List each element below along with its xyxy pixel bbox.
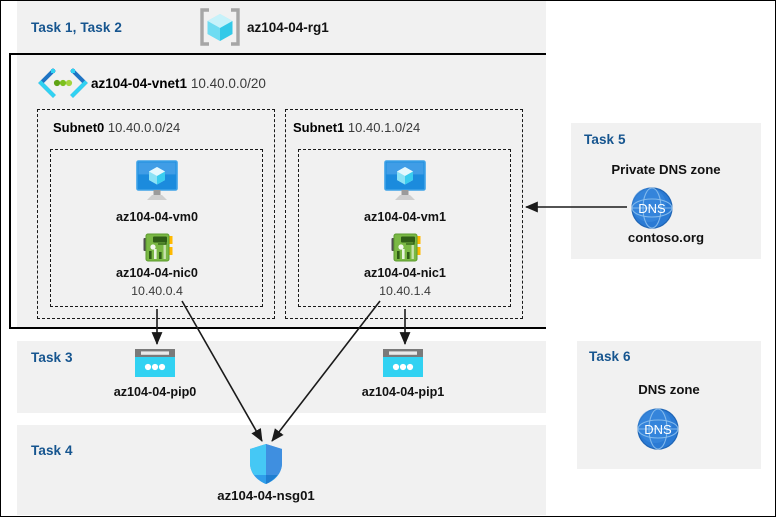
task3-label: Task 3	[31, 350, 73, 365]
task5-label: Task 5	[584, 132, 626, 147]
subnet0-cidr: 10.40.0.0/24	[107, 120, 181, 135]
vnet-title: az104-04-vnet1 10.40.0.0/20	[91, 76, 266, 91]
task6-panel	[577, 341, 761, 469]
resource-group-icon	[197, 8, 243, 46]
vnet-name: az104-04-vnet1	[91, 76, 188, 91]
dns-zone-icon: DNS	[630, 186, 674, 230]
private-dns-zone-heading: Private DNS zone	[611, 162, 721, 177]
subnet1-name: Subnet1	[293, 120, 345, 135]
vm0-label: az104-04-vm0	[116, 210, 198, 224]
pip1-label: az104-04-pip1	[361, 385, 445, 399]
public-ip-address-icon	[382, 348, 424, 380]
vnet-panel-bg	[17, 55, 546, 327]
dns-zone-heading: DNS zone	[638, 382, 700, 397]
subnet1-title: Subnet1 10.40.1.0/24	[293, 120, 420, 135]
svg-text:DNS: DNS	[638, 201, 666, 216]
virtual-machine-icon	[135, 160, 179, 202]
nic0-ip: 10.40.0.4	[131, 284, 183, 298]
contoso-zone-name: contoso.org	[627, 230, 705, 245]
task6-label: Task 6	[589, 349, 631, 364]
nsg-label: az104-04-nsg01	[217, 488, 315, 503]
public-ip-address-icon	[134, 348, 176, 380]
dns-zone-icon: DNS	[636, 407, 680, 451]
vm1-label: az104-04-vm1	[364, 210, 446, 224]
task1-task2-panel	[17, 1, 546, 53]
virtual-machine-icon	[383, 160, 427, 202]
network-interface-icon	[142, 232, 174, 264]
subnet0-title: Subnet0 10.40.0.0/24	[53, 120, 180, 135]
task5-panel	[571, 123, 761, 259]
subnet0-name: Subnet0	[53, 120, 105, 135]
subnet1-boundary	[285, 109, 523, 319]
virtual-network-icon	[37, 68, 89, 98]
subnet1-inner-boundary	[298, 149, 511, 307]
task4-label: Task 4	[31, 443, 73, 458]
vnet-cidr: 10.40.0.0/20	[190, 76, 266, 91]
network-security-group-icon	[247, 442, 285, 486]
network-interface-icon	[390, 232, 422, 264]
nic0-label: az104-04-nic0	[116, 266, 198, 280]
task3-panel	[17, 341, 546, 413]
subnet1-cidr: 10.40.1.0/24	[347, 120, 421, 135]
nic1-ip: 10.40.1.4	[379, 284, 431, 298]
subnet0-boundary	[37, 109, 275, 319]
nic1-label: az104-04-nic1	[364, 266, 446, 280]
svg-text:DNS: DNS	[644, 422, 672, 437]
subnet0-inner-boundary	[50, 149, 263, 307]
resource-group-name: az104-04-rg1	[247, 20, 329, 35]
task1-task2-label: Task 1, Task 2	[31, 20, 122, 35]
pip0-label: az104-04-pip0	[113, 385, 197, 399]
